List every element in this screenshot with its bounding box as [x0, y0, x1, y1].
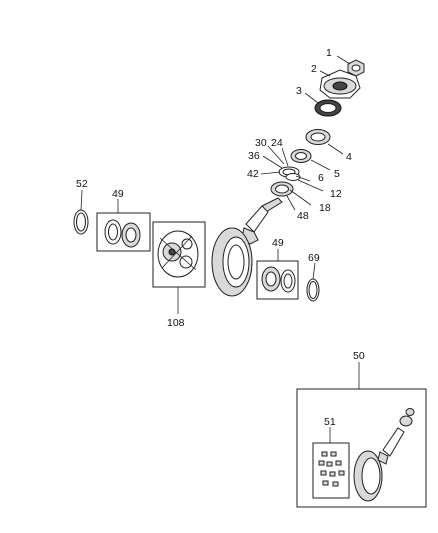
callout-50: 50 [353, 350, 365, 362]
callout-42: 42 [247, 168, 259, 180]
callout-51: 51 [324, 416, 336, 428]
part-1-pinion-nut [347, 59, 365, 77]
callout-108: 108 [167, 317, 185, 329]
callout-30: 30 [255, 137, 267, 149]
kit-box-49-right [256, 260, 299, 300]
part-5-bearing-cone [290, 149, 312, 163]
pinion-gear-shaft [241, 197, 283, 245]
part-52-ring [73, 209, 89, 235]
callout-36: 36 [248, 150, 260, 162]
callout-49-right: 49 [272, 237, 284, 249]
part-69-ring [306, 278, 320, 302]
kit-box-108 [152, 221, 206, 288]
leader-lines [80, 55, 360, 443]
differential-case-108 [157, 230, 199, 278]
part-3-pinion-seal [314, 99, 342, 117]
callout-12: 12 [330, 188, 342, 200]
callout-6: 6 [318, 172, 324, 184]
callout-labels: 1 2 3 4 5 6 12 18 24 30 36 42 48 52 49 4… [76, 47, 365, 428]
bearing-kit-49-left [104, 219, 141, 248]
kit-box-49-left [96, 212, 151, 252]
part-4-bearing-cup [305, 129, 331, 145]
callout-49-left: 49 [112, 188, 124, 200]
kit-box-50 [296, 388, 427, 508]
part-2-pinion-flange [319, 69, 361, 99]
callout-52: 52 [76, 178, 88, 190]
part-6-shim-stack [278, 166, 301, 181]
callout-18: 18 [319, 202, 331, 214]
bolt-set-51 [318, 451, 345, 487]
ring-gear [211, 227, 253, 297]
callout-3: 3 [296, 85, 302, 97]
kit-box-51 [312, 442, 350, 499]
callout-1: 1 [326, 47, 332, 59]
callout-24: 24 [271, 137, 283, 149]
ring-and-pinion-set-50 [353, 408, 415, 502]
callout-2: 2 [311, 63, 317, 75]
bearing-kit-49-right [261, 266, 296, 293]
callout-48: 48 [297, 210, 309, 222]
callout-69: 69 [308, 252, 320, 264]
callout-5: 5 [334, 168, 340, 180]
part-48-pinion-bearing [270, 181, 294, 197]
callout-4: 4 [346, 151, 352, 163]
